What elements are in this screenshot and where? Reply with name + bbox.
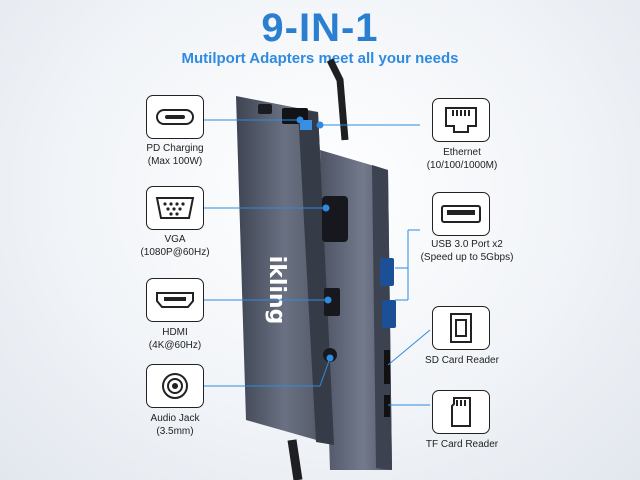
headline: 9-IN-1 (261, 6, 379, 50)
subheadline: Mutilport Adapters meet all your needs (181, 50, 459, 67)
usb-c-icon (146, 95, 204, 139)
sd-card-label: SD Card Reader (425, 355, 499, 366)
brand-logo: ikling (264, 256, 289, 325)
audio-jack-label: Audio Jack(3.5mm) (150, 413, 200, 437)
hdmi-label: HDMI(4K@60Hz) (148, 327, 202, 351)
ethernet-icon (432, 98, 490, 142)
vga-label: VGA(1080P@60Hz) (140, 234, 210, 258)
tf-card-icon (432, 390, 490, 434)
hdmi-icon (146, 278, 204, 322)
audio-jack-icon (146, 364, 204, 408)
usb-port-label: USB 3.0 Port x2(Speed up to 5Gbps) (420, 239, 514, 263)
pd-charging-label: PD Charging(Max 100W) (146, 143, 204, 167)
vga-icon (146, 186, 204, 230)
tf-card-label: TF Card Reader (425, 439, 499, 450)
sd-card-icon (432, 306, 490, 350)
ethernet-label: Ethernet(10/100/1000M) (426, 147, 498, 171)
usb-a-icon (432, 192, 490, 236)
